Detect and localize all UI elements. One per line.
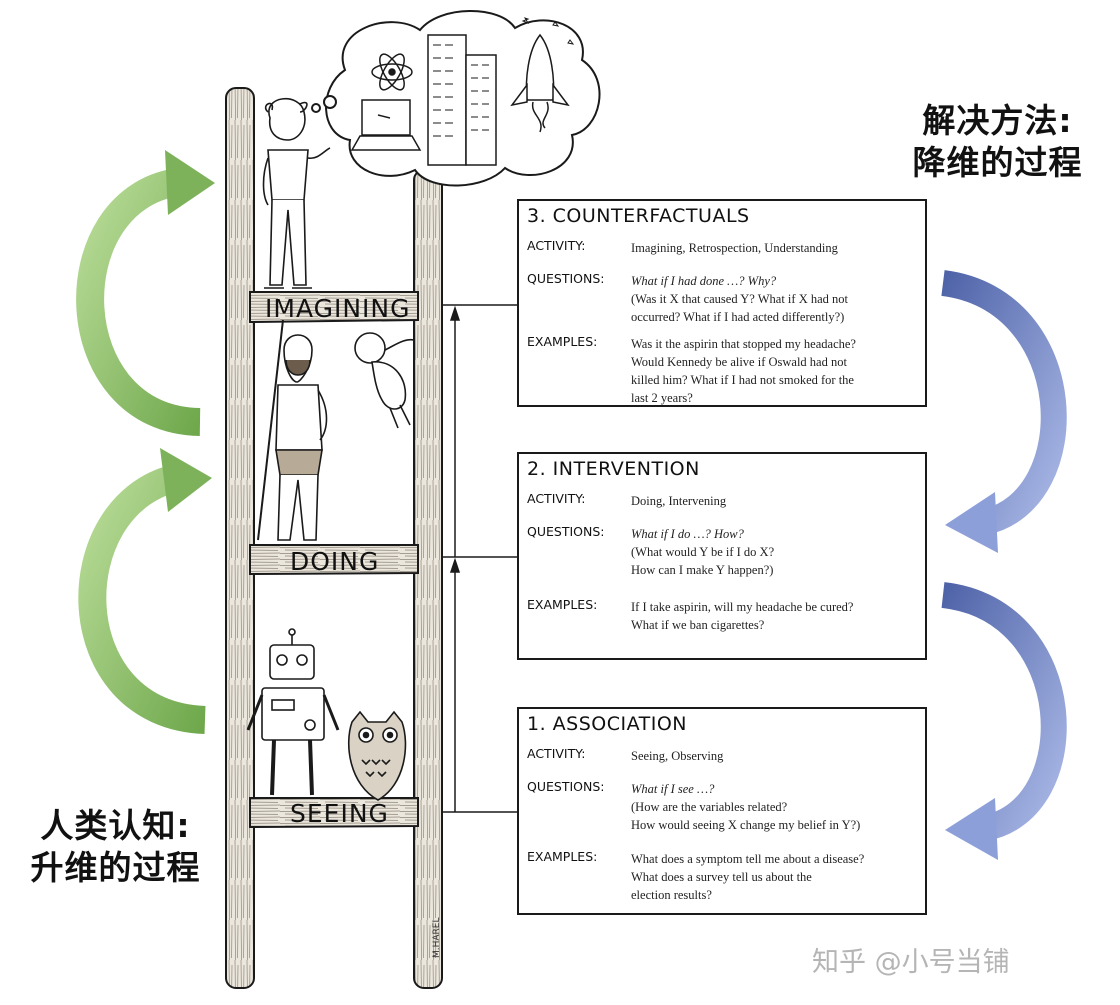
association-box: 1. ASSOCIATION ACTIVITY: Seeing, Observi… [517,707,927,915]
examples-line: Was it the aspirin that stopped my heada… [631,335,919,353]
examples-value: If I take aspirin, will my headache be c… [631,598,919,634]
examples-key: EXAMPLES: [527,334,627,349]
right-annotation-line-2: 降维的过程 [905,142,1090,184]
activity-key: ACTIVITY: [527,238,627,253]
questions-key: QUESTIONS: [527,779,627,794]
artist-signature: M.HAREL [432,917,442,958]
examples-row: EXAMPLES: What does a symptom tell me ab… [527,849,919,909]
activity-row: ACTIVITY: Seeing, Observing [527,746,919,766]
imagining-figure [264,99,331,288]
green-arrow-upper [90,182,200,422]
questions-line: occurred? What if I had acted differentl… [631,308,919,326]
questions-value: What if I do …? How? (What would Y be if… [631,525,919,579]
rung-label-imagining: IMAGINING [265,294,411,323]
activity-row: ACTIVITY: Doing, Intervening [527,491,919,511]
green-arrowhead-upper [165,150,215,215]
questions-italic: What if I had done …? Why? [631,272,919,290]
activity-row: ACTIVITY: Imagining, Retrospection, Unde… [527,238,919,258]
questions-italic: What if I do …? How? [631,525,919,543]
questions-row: QUESTIONS: What if I see …? (How are the… [527,779,919,839]
left-annotation-title: 人类认知: 升维的过程 [18,805,213,889]
watermark: 知乎 @小号当铺 [812,940,1010,979]
baby-figure [355,333,414,428]
examples-line: What does a symptom tell me about a dise… [631,850,919,868]
doing-figure [258,320,327,540]
intervention-box: 2. INTERVENTION ACTIVITY: Doing, Interve… [517,452,927,660]
examples-value: Was it the aspirin that stopped my heada… [631,335,919,407]
blue-arrowhead-upper [945,492,998,553]
questions-key: QUESTIONS: [527,524,627,539]
questions-line: (What would Y be if I do X? [631,543,919,561]
examples-line: killed him? What if I had not smoked for… [631,371,919,389]
robot-figure [248,629,338,795]
examples-line: Would Kennedy be alive if Oswald had not [631,353,919,371]
activity-value: Doing, Intervening [631,492,919,510]
questions-row: QUESTIONS: What if I do …? How? (What wo… [527,524,919,584]
box-title: 3. COUNTERFACTUALS [527,205,750,227]
thought-bubble [312,11,600,186]
green-arrowhead-lower [160,448,212,512]
rung-label-seeing: SEEING [290,799,389,828]
laptop-icon [352,100,420,150]
examples-line: election results? [631,886,919,904]
questions-italic: What if I see …? [631,780,919,798]
downward-blue-arrows [943,283,1054,860]
questions-line: How would seeing X change my belief in Y… [631,816,919,834]
activity-key: ACTIVITY: [527,491,627,506]
left-annotation-line-1: 人类认知: [18,805,213,847]
activity-value: Imagining, Retrospection, Understanding [631,239,919,257]
green-arrow-lower [92,478,205,720]
rung-label-doing: DOING [290,547,379,576]
examples-key: EXAMPLES: [527,849,627,864]
examples-row: EXAMPLES: Was it the aspirin that stoppe… [527,334,919,409]
examples-value: What does a symptom tell me about a dise… [631,850,919,904]
questions-row: QUESTIONS: What if I had done …? Why? (W… [527,271,919,331]
examples-row: EXAMPLES: If I take aspirin, will my hea… [527,597,919,642]
questions-value: What if I see …? (How are the variables … [631,780,919,834]
ladder-left-rail [226,88,254,988]
questions-value: What if I had done …? Why? (Was it X tha… [631,272,919,326]
left-annotation-line-2: 升维的过程 [18,847,213,889]
box-title: 2. INTERVENTION [527,458,700,480]
examples-line: last 2 years? [631,389,919,407]
box-title: 1. ASSOCIATION [527,713,687,735]
skyscrapers-icon [428,35,496,165]
upward-green-arrows [90,150,215,720]
connectors [442,305,517,812]
questions-key: QUESTIONS: [527,271,627,286]
owl-figure [349,712,406,800]
connector-arrowhead [451,560,459,572]
examples-line: What does a survey tell us about the [631,868,919,886]
blue-arrow-lower [943,595,1054,828]
questions-line: (Was it X that caused Y? What if X had n… [631,290,919,308]
counterfactuals-box: 3. COUNTERFACTUALS ACTIVITY: Imagining, … [517,199,927,407]
questions-line: How can I make Y happen?) [631,561,919,579]
examples-line: What if we ban cigarettes? [631,616,919,634]
examples-key: EXAMPLES: [527,597,627,612]
activity-key: ACTIVITY: [527,746,627,761]
connector-arrowhead [451,308,459,320]
questions-line: (How are the variables related? [631,798,919,816]
activity-value: Seeing, Observing [631,747,919,765]
blue-arrow-upper [943,283,1054,522]
right-annotation-title: 解决方法: 降维的过程 [905,100,1090,184]
examples-line: If I take aspirin, will my headache be c… [631,598,919,616]
blue-arrowhead-lower [945,798,998,860]
right-annotation-line-1: 解决方法: [905,100,1090,142]
